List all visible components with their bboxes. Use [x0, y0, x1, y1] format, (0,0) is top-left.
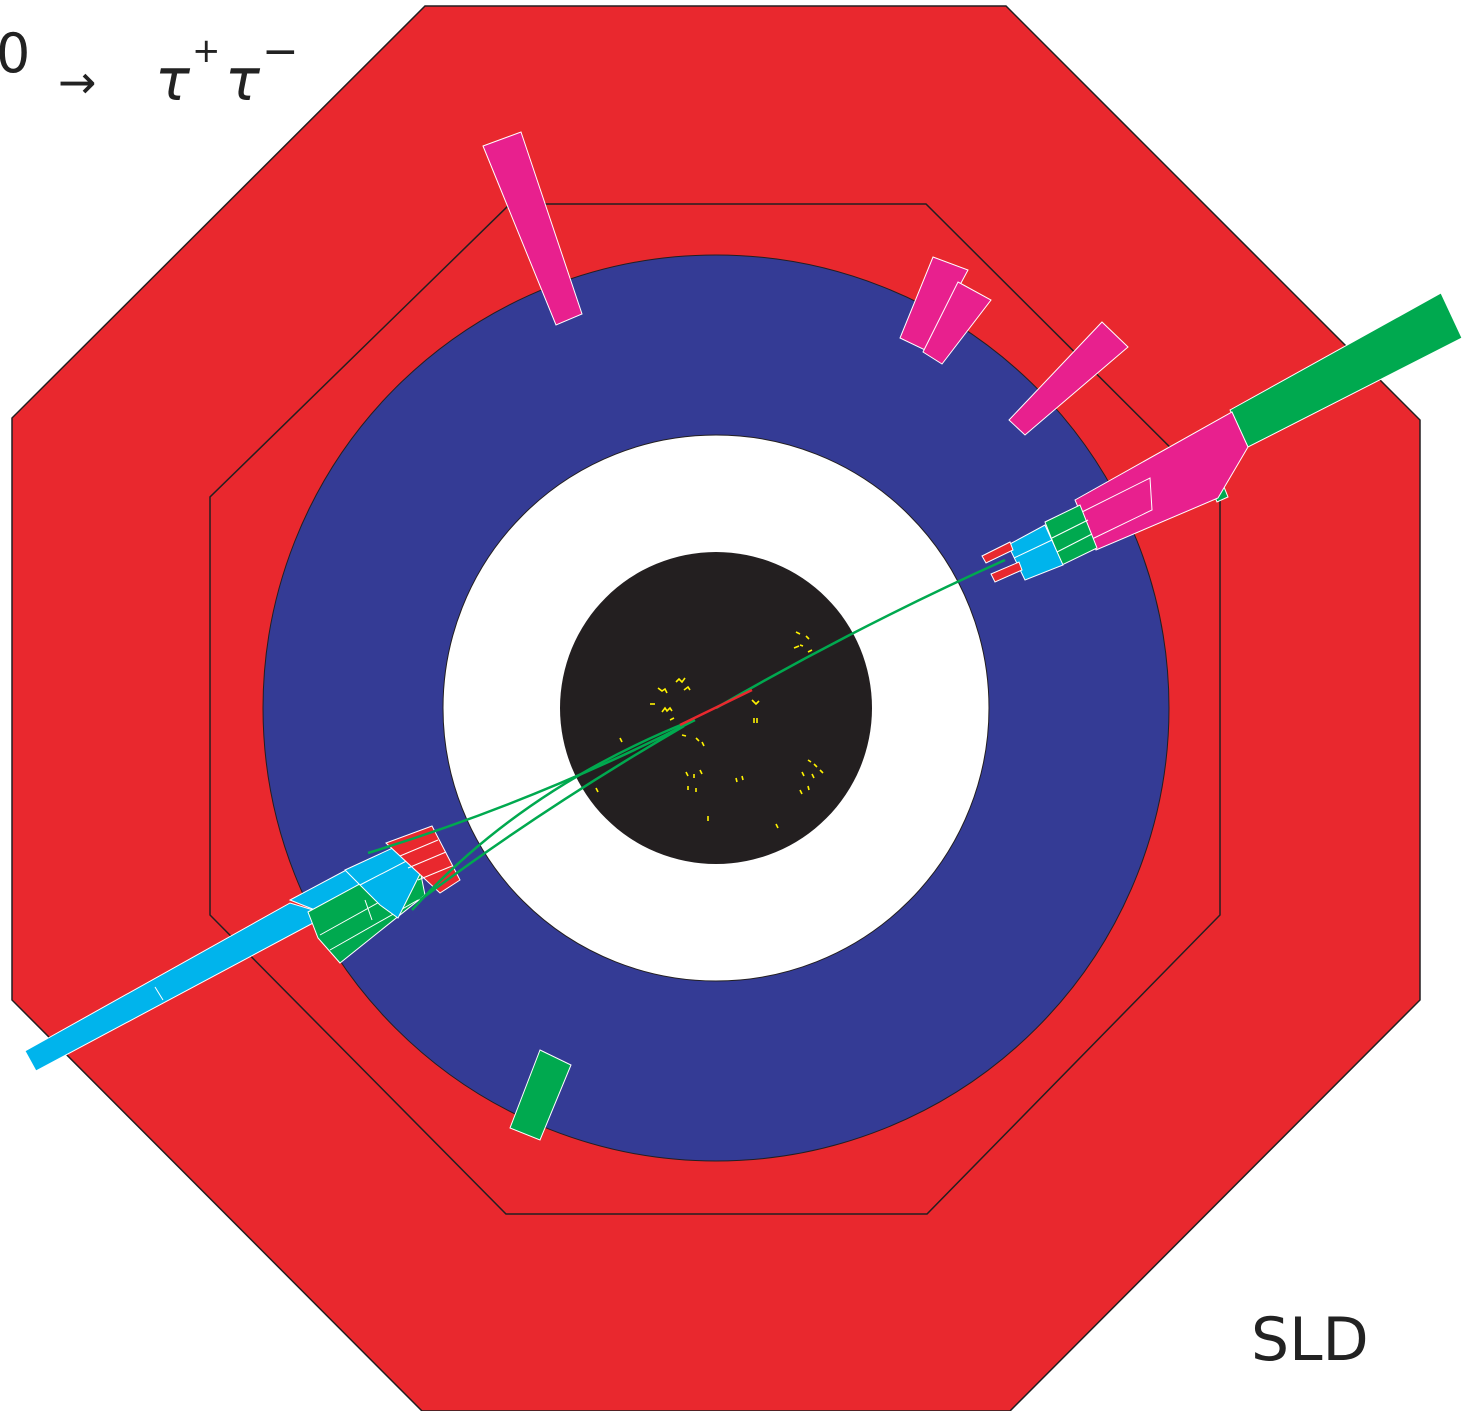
left-red-block	[385, 825, 461, 894]
reaction-label: 0 → τ + τ −	[0, 22, 299, 114]
vertex-hit	[681, 734, 687, 737]
track-left-3	[419, 724, 685, 902]
vertex-hit	[661, 706, 673, 713]
vertex-hit	[695, 737, 700, 742]
vertex-hit	[819, 769, 824, 774]
vertex-hit	[685, 771, 689, 777]
vertex-hit	[657, 687, 668, 694]
vertex-hit	[793, 645, 800, 649]
experiment-label: SLD	[1251, 1305, 1369, 1375]
charged-tracks	[367, 558, 1006, 911]
track-right	[715, 558, 1006, 710]
left-red-divider	[417, 865, 453, 881]
vertex-hit	[699, 769, 703, 775]
vertex-track	[679, 688, 753, 727]
vertex-hit	[801, 771, 805, 777]
right-jet	[981, 292, 1463, 583]
track-left-2	[411, 720, 689, 911]
vertex-hit	[595, 787, 599, 793]
right-green-divider	[1056, 533, 1093, 553]
left-red-divider	[399, 839, 439, 857]
vertex-hit	[799, 644, 804, 647]
left-jet	[24, 825, 461, 1072]
tau-plus: τ	[155, 46, 191, 114]
vertex-hit	[813, 763, 818, 768]
had-deposit	[922, 281, 992, 365]
left-cyan-divider	[154, 986, 164, 1001]
vertex-hit	[619, 737, 623, 743]
vertex-hit	[741, 775, 744, 781]
vertex-hit	[807, 785, 810, 791]
track-left-1	[367, 718, 696, 855]
vertex-hit	[683, 685, 691, 691]
hadronic-deposits	[482, 131, 1129, 436]
vertex-hits	[595, 631, 824, 829]
em-deposit	[509, 1049, 572, 1141]
arrow-symbol: →	[58, 55, 97, 109]
right-green-divider	[1051, 519, 1089, 539]
right-cyan-divider	[1013, 539, 1053, 559]
tau-plus-charge: +	[192, 31, 221, 71]
tau-minus: τ	[225, 46, 261, 114]
left-red-divider	[407, 851, 447, 869]
vertex-hit	[795, 631, 801, 635]
vertex-hit	[799, 789, 803, 795]
vertex-hit	[805, 635, 810, 640]
had-deposit	[1008, 321, 1129, 436]
right-red-sliver	[990, 561, 1023, 583]
tau-minus-charge: −	[262, 26, 299, 77]
vertex-hit	[807, 759, 812, 763]
vertex-hit	[735, 777, 738, 783]
vertex-hit	[675, 677, 686, 684]
vertex-hit	[751, 699, 760, 706]
vertex-hit	[811, 773, 815, 779]
right-red-sliver	[981, 541, 1014, 564]
had-deposit	[482, 131, 583, 326]
vertex-hit	[701, 741, 705, 747]
left-green-divider	[364, 899, 373, 921]
vertex-hit	[807, 649, 813, 653]
vertex-hit	[775, 823, 779, 829]
initial-state: 0	[0, 22, 30, 85]
right-magenta-outline	[1081, 477, 1153, 541]
vertex-hit	[669, 717, 675, 721]
